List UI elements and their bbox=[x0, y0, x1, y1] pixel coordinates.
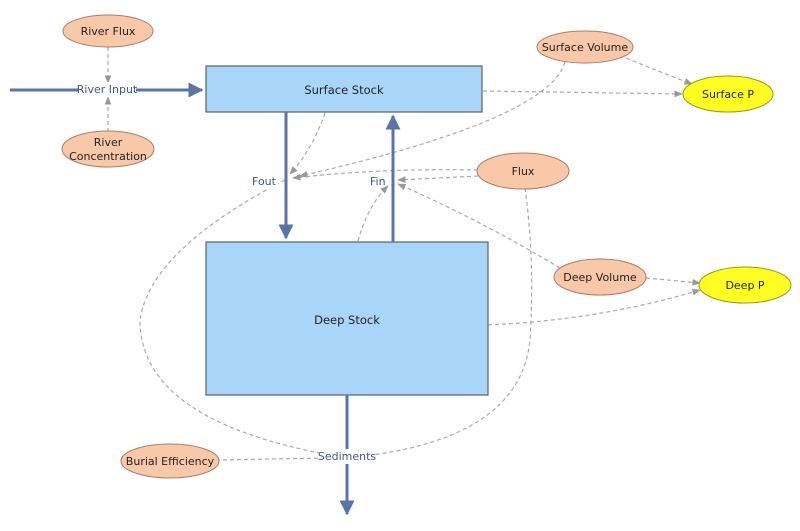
surface-stock-label: Surface Stock bbox=[304, 83, 384, 97]
surface-stock[interactable]: Surface Stock bbox=[205, 65, 483, 113]
river-concentration-label-line2: Concentration bbox=[69, 150, 147, 163]
link-flux-to-sediments bbox=[354, 187, 533, 460]
link-deep-stock-to-fin bbox=[357, 185, 389, 242]
river-input-label: River Input bbox=[77, 83, 138, 96]
burial-efficiency-label: Burial Efficiency bbox=[126, 455, 215, 468]
variable-river-concentration[interactable]: River Concentration bbox=[61, 130, 155, 168]
surface-volume-label: Surface Volume bbox=[542, 41, 629, 54]
sediments-label: Sediments bbox=[318, 450, 377, 463]
fout-label: Fout bbox=[252, 175, 277, 188]
link-surface-stock-to-fout bbox=[289, 112, 326, 175]
link-flux-to-fout bbox=[292, 169, 479, 181]
link-surface-volume-to-surface-p bbox=[625, 57, 693, 85]
variable-surface-volume[interactable]: Surface Volume bbox=[536, 30, 634, 64]
fin-label: Fin bbox=[370, 175, 386, 188]
variable-surface-p[interactable]: Surface P bbox=[682, 75, 774, 113]
river-flux-label: River Flux bbox=[81, 25, 136, 38]
deep-stock[interactable]: Deep Stock bbox=[205, 241, 489, 396]
deep-stock-label: Deep Stock bbox=[314, 313, 380, 327]
connector-links bbox=[104, 47, 701, 462]
deep-volume-label: Deep Volume bbox=[563, 271, 637, 284]
link-surface-stock-to-surface-p bbox=[482, 90, 683, 98]
link-burial-efficiency-to-sediments bbox=[215, 454, 331, 462]
flow-labels: River Input Fout Fin Sediments bbox=[77, 82, 386, 464]
variable-flux[interactable]: Flux bbox=[476, 152, 570, 190]
link-flux-to-fin bbox=[397, 175, 479, 183]
link-deep-volume-to-deep-p bbox=[645, 277, 701, 286]
variable-deep-volume[interactable]: Deep Volume bbox=[553, 258, 647, 296]
deep-p-label: Deep P bbox=[725, 279, 764, 292]
link-deep-volume-to-fin bbox=[397, 183, 561, 269]
variable-river-flux[interactable]: River Flux bbox=[62, 14, 154, 48]
flux-label: Flux bbox=[512, 165, 535, 178]
link-surface-volume-to-fout bbox=[299, 61, 566, 178]
river-concentration-label-line1: River bbox=[94, 136, 123, 149]
variable-deep-p[interactable]: Deep P bbox=[698, 266, 792, 304]
link-deep-stock-to-deep-p bbox=[487, 288, 701, 326]
variable-burial-efficiency[interactable]: Burial Efficiency bbox=[120, 443, 220, 479]
surface-p-label: Surface P bbox=[702, 88, 754, 101]
